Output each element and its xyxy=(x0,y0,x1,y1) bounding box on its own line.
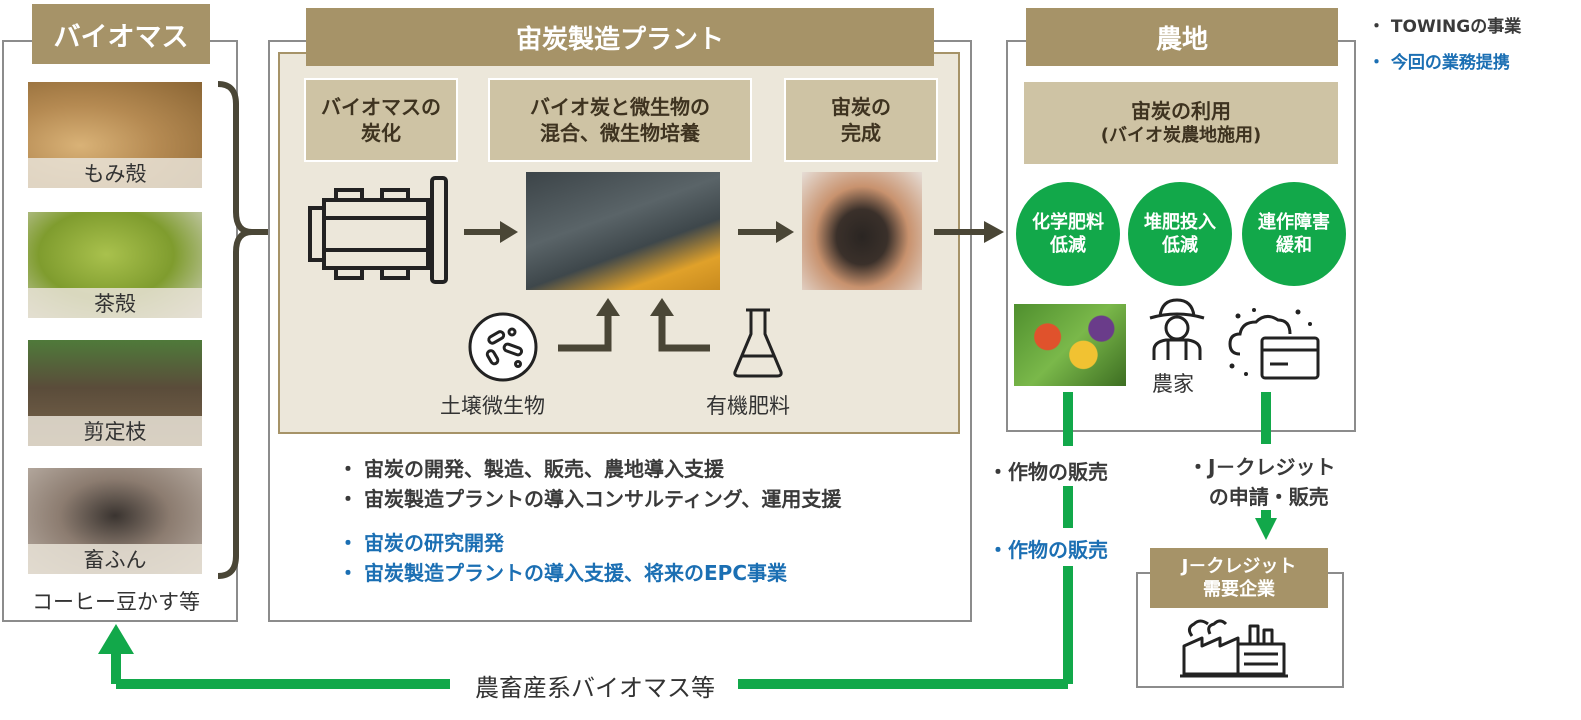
legend-partnership: ・ 今回の業務提携 xyxy=(1368,53,1510,73)
crop-sales-towing-label: ・作物の販売 xyxy=(988,460,1108,484)
benefit-compost: 堆肥投入低減 xyxy=(1128,182,1232,286)
photo-manure: 畜ふん xyxy=(28,468,202,574)
jcredit-company-line: 需要企業 xyxy=(1202,579,1275,600)
step-line: バイオマスの xyxy=(321,95,441,119)
farmer-icon xyxy=(1149,298,1205,360)
benefit-line: 低減 xyxy=(1162,235,1198,256)
legend-towing-label: TOWINGの事業 xyxy=(1390,17,1522,37)
arrow-plant-to-farmland xyxy=(934,221,1004,243)
biomass-item-label: 畜ふん xyxy=(28,544,202,574)
step-mixing: バイオ炭と微生物の混合、微生物培養 xyxy=(488,78,752,162)
jcredit-line: の申請・販売 xyxy=(1208,485,1329,509)
step-line: 炭化 xyxy=(361,121,401,145)
jcredit-apply-label: ・J－クレジット の申請・販売 xyxy=(1188,452,1335,512)
biochar-usage-box: 宙炭の利用(バイオ炭農地施用) xyxy=(1024,82,1338,164)
plant-title: 宙炭製造プラント xyxy=(306,8,934,66)
benefit-continuous-cropping: 連作障害緩和 xyxy=(1242,182,1346,286)
photo-pruned-branches: 剪定枝 xyxy=(28,340,202,446)
step-line: 宙炭の xyxy=(831,95,891,119)
bullet-item: 宙炭製造プラントの導入コンサルティング、運用支援 xyxy=(338,484,841,514)
arrow-step1-to-step2 xyxy=(464,221,518,243)
photo-vegetables xyxy=(1014,304,1126,386)
step-line: バイオ炭と微生物の xyxy=(530,95,710,119)
jcredit-company-title: J－クレジット需要企業 xyxy=(1150,548,1328,608)
flask-icon xyxy=(733,308,783,378)
crop-sales-towing-text: 作物の販売 xyxy=(1008,460,1108,484)
farmer-label: 農家 xyxy=(1152,372,1194,396)
bullet-item: 宙炭の開発、製造、販売、農地導入支援 xyxy=(338,454,841,484)
step-line: 混合、微生物培養 xyxy=(540,121,700,145)
jcredit-line: J－クレジット xyxy=(1208,455,1336,479)
photo-tea-leaves: 茶殻 xyxy=(28,212,202,318)
step-completion: 宙炭の完成 xyxy=(784,78,938,162)
factory-icon xyxy=(1180,619,1288,678)
photo-biochar-mix xyxy=(526,172,720,290)
towing-plant-bullets: 宙炭の開発、製造、販売、農地導入支援 宙炭製造プラントの導入コンサルティング、運… xyxy=(338,454,841,514)
jcredit-company-line: J－クレジット xyxy=(1181,555,1297,577)
arrow-fertilizer-up xyxy=(650,298,710,352)
biomass-item-label: もみ殻 xyxy=(28,158,202,188)
arrow-microbes-up xyxy=(558,298,620,352)
legend-towing: ・ TOWINGの事業 xyxy=(1368,17,1522,37)
farmland-title: 農地 xyxy=(1026,8,1338,66)
usage-line: (バイオ炭農地施用) xyxy=(1100,125,1262,147)
benefit-line: 堆肥投入 xyxy=(1144,211,1216,233)
microbe-icon xyxy=(468,312,538,382)
usage-line: 宙炭の利用 xyxy=(1130,99,1231,124)
biomass-title: バイオマス xyxy=(32,4,210,64)
partner-plant-bullets: 宙炭の研究開発 宙炭製造プラントの導入支援、将来のEPC事業 xyxy=(338,528,787,588)
organic-fertilizer-label: 有機肥料 xyxy=(706,394,790,418)
benefit-chem-fertilizer: 化学肥料低減 xyxy=(1016,182,1120,286)
biomass-item-label: 剪定枝 xyxy=(28,416,202,446)
carbonizer-machine-icon xyxy=(308,176,448,284)
return-biomass-label: 農畜産系バイオマス等 xyxy=(475,674,715,702)
legend-partnership-label: 今回の業務提携 xyxy=(1390,53,1510,73)
benefit-line: 低減 xyxy=(1050,235,1086,256)
bullet-item: 宙炭製造プラントの導入支援、将来のEPC事業 xyxy=(338,558,787,588)
biomass-footer: コーヒー豆かす等 xyxy=(32,590,200,614)
photo-finished-biochar xyxy=(802,172,922,290)
benefit-line: 緩和 xyxy=(1276,235,1312,256)
biomass-item-label: 茶殻 xyxy=(28,288,202,318)
photo-rice-husk: もみ殻 xyxy=(28,82,202,188)
bullet-item: 宙炭の研究開発 xyxy=(338,528,787,558)
benefit-line: 化学肥料 xyxy=(1032,211,1104,233)
soil-microbes-label: 土壌微生物 xyxy=(440,394,545,418)
crop-sales-partner-text: 作物の販売 xyxy=(1008,538,1108,562)
crop-sales-partner-label: ・作物の販売 xyxy=(988,538,1108,562)
step-carbonization: バイオマスの炭化 xyxy=(304,78,458,162)
benefit-line: 連作障害 xyxy=(1258,211,1330,233)
arrow-step2-to-step3 xyxy=(738,221,794,243)
step-line: 完成 xyxy=(841,121,881,145)
carbon-credit-icon xyxy=(1228,308,1320,380)
